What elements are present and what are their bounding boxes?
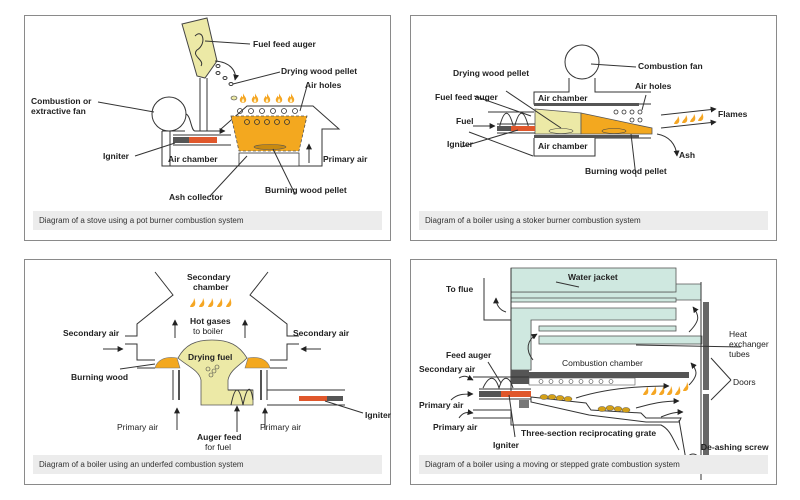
pot-burner-pot	[230, 115, 308, 152]
label-secondary-air-left: Secondary air	[63, 328, 120, 338]
label-de-ashing-screw: De-ashing screw	[701, 442, 769, 452]
label-burning-wood-pellet: Burning wood pellet	[585, 166, 667, 176]
label-secondary-chamber-2: chamber	[193, 282, 229, 292]
label-burning-wood-pellet: Burning wood pellet	[265, 185, 347, 195]
label-ash-collector: Ash collector	[169, 192, 224, 202]
panel-stoker-burner: Combustion fan Drying wood pellet Air ho…	[410, 15, 777, 241]
label-heat-1: Heat	[729, 329, 748, 339]
label-flames: Flames	[718, 109, 748, 119]
caption-moving-grate: Diagram of a boiler using a moving or st…	[419, 455, 768, 474]
combustion-fan-icon	[564, 44, 600, 80]
label-air-chamber-top: Air chamber	[538, 93, 588, 103]
label-secondary-air-right: Secondary air	[293, 328, 350, 338]
caption-underfed: Diagram of a boiler using an underfed co…	[33, 455, 382, 474]
label-primary-air-right: Primary air	[260, 422, 301, 432]
moving-grate-diagram: To flue Water jacket Heat exchanger tube…	[419, 267, 769, 480]
label-drying-wood-pellet: Drying wood pellet	[453, 68, 529, 78]
label-to-flue: To flue	[446, 284, 473, 294]
panel-pot-burner: Fuel feed auger Drying wood pellet Air h…	[24, 15, 391, 241]
drying-zone	[534, 108, 582, 135]
label-fan-line2: extractive fan	[31, 106, 86, 116]
label-burning-wood: Burning wood	[71, 372, 128, 382]
label-doors: Doors	[733, 377, 756, 387]
label-fan-line1: Combustion or	[31, 96, 92, 106]
burning-zone	[580, 112, 653, 135]
label-drying-fuel: Drying fuel	[188, 352, 232, 362]
label-hot-gases-1: Hot gases	[190, 316, 231, 326]
label-secondary-air: Secondary air	[419, 364, 476, 374]
pot-burner-diagram: Fuel feed auger Drying wood pellet Air h…	[31, 17, 368, 202]
panel-underfed: Secondary chamber Hot gases to boiler Se…	[24, 259, 392, 485]
label-heat-2: exchanger	[729, 339, 769, 349]
caption-pot-burner: Diagram of a stove using a pot burner co…	[33, 211, 382, 230]
label-grate: Three-section reciprocating grate	[521, 428, 656, 438]
label-air-holes: Air holes	[635, 81, 672, 91]
panel-moving-grate: To flue Water jacket Heat exchanger tube…	[410, 259, 777, 485]
label-fuel: Fuel	[456, 116, 473, 126]
stoker-burner-diagram: Combustion fan Drying wood pellet Air ho…	[435, 44, 748, 178]
label-auger-1: Auger feed	[197, 432, 241, 442]
label-primary-air-2: Primary air	[433, 422, 478, 432]
label-ash: Ash	[679, 150, 695, 160]
caption-stoker-burner: Diagram of a boiler using a stoker burne…	[419, 211, 768, 230]
underfed-diagram: Secondary chamber Hot gases to boiler Se…	[63, 271, 392, 452]
label-hot-gases-2: to boiler	[193, 326, 223, 336]
fan-icon	[151, 96, 187, 132]
label-air-chamber-bottom: Air chamber	[538, 141, 588, 151]
label-fuel-feed-auger: Fuel feed auger	[253, 39, 317, 49]
label-water-jacket: Water jacket	[568, 272, 618, 282]
label-igniter: Igniter	[447, 139, 474, 149]
label-fuel-feed-auger: Fuel feed auger	[435, 92, 499, 102]
label-combustion-fan: Combustion fan	[638, 61, 703, 71]
label-primary-air-1: Primary air	[419, 400, 464, 410]
label-combustion-chamber: Combustion chamber	[562, 358, 643, 368]
label-air-chamber: Air chamber	[168, 154, 218, 164]
label-secondary-chamber-1: Secondary	[187, 272, 231, 282]
label-igniter: Igniter	[493, 440, 520, 450]
label-primary-air-left: Primary air	[117, 422, 158, 432]
label-auger-2: for fuel	[205, 442, 231, 452]
label-igniter: Igniter	[103, 151, 130, 161]
label-feed-auger: Feed auger	[446, 350, 492, 360]
label-air-holes: Air holes	[305, 80, 342, 90]
label-igniter: Igniter	[365, 410, 392, 420]
label-drying-wood-pellet: Drying wood pellet	[281, 66, 357, 76]
label-heat-3: tubes	[729, 349, 750, 359]
label-primary-air: Primary air	[323, 154, 368, 164]
